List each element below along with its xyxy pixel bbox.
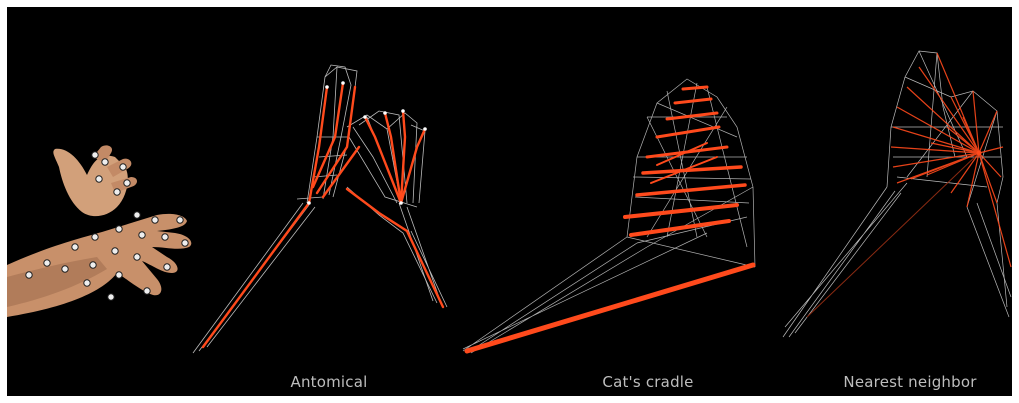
caption-nearest-neighbor: Nearest neighbor xyxy=(843,373,976,391)
neighbor-hub xyxy=(977,151,982,156)
cradle-edges xyxy=(467,87,753,351)
anatomical-bones xyxy=(203,83,443,347)
anatomical-skeleton xyxy=(193,65,447,353)
cats-cradle-graph xyxy=(463,79,755,353)
nearest-neighbor-graph xyxy=(783,51,1011,337)
cradle-mesh xyxy=(463,79,755,353)
neighbor-edges xyxy=(891,53,1011,267)
hand-photo xyxy=(7,145,191,317)
neighbor-long-edge xyxy=(807,153,979,317)
caption-anatomical: Antomical xyxy=(290,373,367,391)
figure-canvas xyxy=(7,7,1012,396)
caption-cats-cradle: Cat's cradle xyxy=(602,373,693,391)
neighbor-mesh xyxy=(783,51,1011,337)
figure-frame: Antomical Cat's cradle Nearest neighbor xyxy=(7,7,1012,396)
